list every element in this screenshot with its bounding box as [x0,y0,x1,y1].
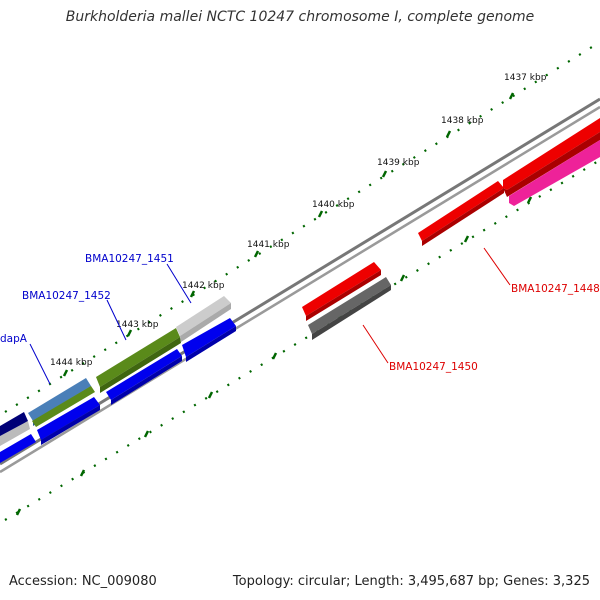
gene-label-dapa[interactable]: dapA [0,333,28,345]
tick-label: 1439 kbp [377,158,420,168]
label-leaders [29,247,511,385]
tick-label: 1443 kbp [116,320,159,330]
tick-label: 1442 kbp [182,281,225,291]
tick-label: 1444 kbp [50,358,93,368]
gene-red-forward[interactable] [503,118,600,190]
gene-red-mid[interactable] [418,181,504,241]
gene-label-bma10247-1452[interactable]: BMA10247_1452 [22,290,111,302]
gene-red-small-shade [306,270,381,321]
gene-grey-left[interactable] [0,421,30,446]
gene-grey[interactable] [308,277,391,334]
forward-strand-genes [0,118,600,446]
tick-label: 1438 kbp [441,116,484,126]
gene-grey-shade [312,285,391,340]
gene-green-small[interactable] [32,386,95,427]
gene-blue-3-shade [41,405,100,445]
gene-steelblue[interactable] [28,378,91,421]
gene-red-forward-shade [503,132,600,197]
gene-lightgrey-shade [180,303,231,342]
gene-red-small[interactable] [302,262,381,316]
tick-label: 1437 kbp [504,73,547,83]
gene-blue-3[interactable] [37,397,100,440]
outer-major-ticks [62,92,515,377]
gene-pink[interactable] [509,140,600,206]
gene-blue-1[interactable] [182,318,236,357]
gene-blue-2-shade [111,356,182,405]
gene-green-shade [100,337,181,393]
tick-label: 1441 kbp [247,240,290,250]
tick-label: 1440 kbp [312,200,355,210]
gene-red-mid-shade [422,188,504,246]
gene-blue-1-shade [186,326,236,362]
gene-label-bma10247-1451[interactable]: BMA10247_1451 [85,253,174,265]
map-title: Burkholderia mallei NCTC 10247 chromosom… [65,9,535,25]
gene-label-bma10247-1448[interactable]: BMA10247_1448 [511,283,600,295]
gene-label-bma10247-1450[interactable]: BMA10247_1450 [389,361,478,373]
inner-tick-track [4,159,600,521]
genome-summary-text: Topology: circular; Length: 3,495,687 bp… [232,574,590,589]
gene-navy[interactable] [0,412,28,438]
gene-lightgrey[interactable] [176,296,231,336]
gene-green[interactable] [96,328,180,387]
reverse-strand-genes [0,140,600,463]
backbone-inner [0,105,600,474]
gene-blue-4[interactable] [0,434,36,463]
backbone-outer [0,97,600,466]
gene-blue-2[interactable] [106,349,182,400]
accession-text: Accession: NC_009080 [9,574,157,589]
